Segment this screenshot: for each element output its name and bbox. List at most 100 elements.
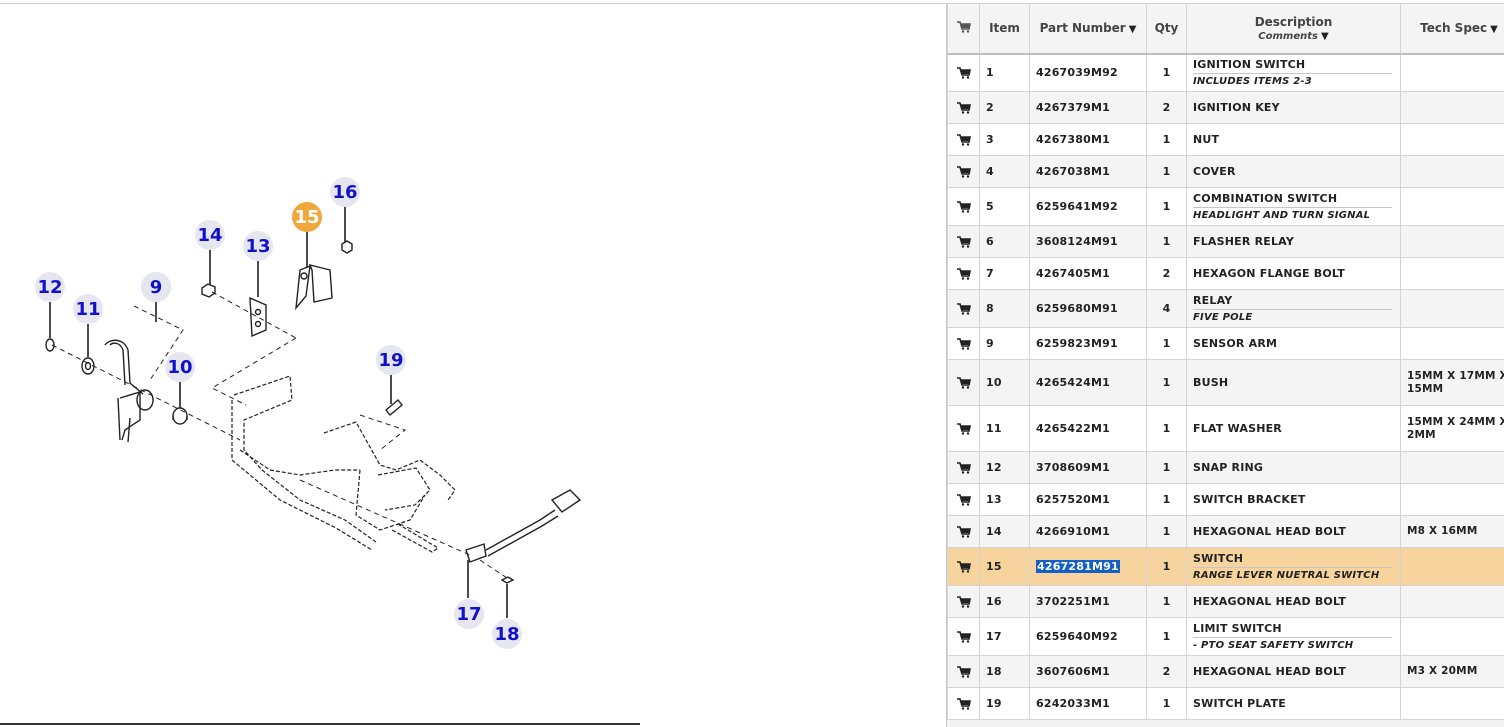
part-description: SWITCH [1193, 552, 1244, 565]
add-to-cart-button[interactable] [947, 547, 980, 586]
add-to-cart-button[interactable] [947, 327, 980, 360]
header-item[interactable]: Item [979, 3, 1030, 55]
part-description: HEXAGONAL HEAD BOLT [1193, 665, 1347, 678]
part-number[interactable]: 4265424M1 [1029, 359, 1147, 406]
callout-item-14[interactable]: 14 [195, 220, 225, 250]
part-number[interactable]: 6259640M92 [1029, 617, 1147, 656]
callout-item-10[interactable]: 10 [165, 352, 195, 382]
callout-item-15[interactable]: 15 [292, 202, 322, 232]
callout-item-19[interactable]: 19 [376, 345, 406, 375]
add-to-cart-button[interactable] [947, 405, 980, 452]
add-to-cart-button[interactable] [947, 585, 980, 618]
item-number: 12 [979, 451, 1030, 484]
part-number[interactable]: 4267281M91 [1029, 547, 1147, 586]
part-number[interactable]: 4267379M1 [1029, 91, 1147, 124]
part-number[interactable]: 6242033M1 [1029, 687, 1147, 720]
add-to-cart-button[interactable] [947, 53, 980, 92]
description-cell: SWITCH PLATE [1186, 687, 1401, 720]
tech-spec: 15MM X 24MM X 2MM [1400, 405, 1504, 452]
item-number: 18 [979, 655, 1030, 688]
add-to-cart-button[interactable] [947, 515, 980, 548]
header-description[interactable]: Description Comments▼ [1186, 3, 1401, 55]
callout-item-9[interactable]: 9 [141, 272, 171, 302]
add-to-cart-button[interactable] [947, 359, 980, 406]
part-number[interactable]: 3607606M1 [1029, 655, 1147, 688]
item-number: 16 [979, 585, 1030, 618]
add-to-cart-button[interactable] [947, 257, 980, 290]
part-number[interactable]: 4267380M1 [1029, 123, 1147, 156]
add-to-cart-button[interactable] [947, 225, 980, 258]
header-tech-spec[interactable]: Tech Spec▼ [1400, 3, 1504, 55]
item-number: 15 [979, 547, 1030, 586]
add-to-cart-button[interactable] [947, 687, 980, 720]
item-number: 4 [979, 155, 1030, 188]
tech-spec [1400, 289, 1504, 328]
filter-icon[interactable]: ▼ [1320, 30, 1329, 42]
add-to-cart-button[interactable] [947, 91, 980, 124]
callout-item-12[interactable]: 12 [35, 272, 65, 302]
add-to-cart-icon [956, 526, 971, 538]
add-to-cart-button[interactable] [947, 617, 980, 656]
part-number[interactable]: 6257520M1 [1029, 483, 1147, 516]
add-to-cart-icon [956, 631, 971, 643]
add-to-cart-button[interactable] [947, 289, 980, 328]
part-number[interactable]: 6259823M91 [1029, 327, 1147, 360]
add-to-cart-button[interactable] [947, 451, 980, 484]
description-cell: SENSOR ARM [1186, 327, 1401, 360]
add-to-cart-icon [956, 666, 971, 678]
item-number: 5 [979, 187, 1030, 226]
part-number[interactable]: 3702251M1 [1029, 585, 1147, 618]
add-to-cart-button[interactable] [947, 123, 980, 156]
description-cell: HEXAGONAL HEAD BOLT [1186, 655, 1401, 688]
header-qty[interactable]: Qty [1146, 3, 1187, 55]
add-to-cart-icon [956, 462, 971, 474]
part-number[interactable]: 4267039M92 [1029, 53, 1147, 92]
part-number[interactable]: 4266910M1 [1029, 515, 1147, 548]
add-to-cart-button[interactable] [947, 655, 980, 688]
description-cell: COVER [1186, 155, 1401, 188]
add-to-cart-button[interactable] [947, 483, 980, 516]
filter-icon[interactable]: ▼ [1128, 24, 1137, 36]
part-number-selected-text[interactable]: 4267281M91 [1036, 560, 1120, 573]
add-to-cart-button[interactable] [947, 187, 980, 226]
callout-item-16[interactable]: 16 [330, 177, 360, 207]
quantity: 1 [1146, 225, 1187, 258]
add-to-cart-icon [956, 561, 971, 573]
quantity: 1 [1146, 547, 1187, 586]
callout-item-18[interactable]: 18 [492, 619, 522, 649]
add-to-cart-button[interactable] [947, 155, 980, 188]
part-number[interactable]: 4267405M1 [1029, 257, 1147, 290]
callout-item-13[interactable]: 13 [243, 231, 273, 261]
part-number[interactable]: 6259680M91 [1029, 289, 1147, 328]
tech-spec [1400, 585, 1504, 618]
part-number[interactable]: 4265422M1 [1029, 405, 1147, 452]
part-number[interactable]: 4267038M1 [1029, 155, 1147, 188]
header-part-number[interactable]: Part Number▼ [1029, 3, 1147, 55]
callout-item-17[interactable]: 17 [454, 599, 484, 629]
part-number[interactable]: 3708609M1 [1029, 451, 1147, 484]
part-number[interactable]: 3608124M91 [1029, 225, 1147, 258]
part-number[interactable]: 6259641M92 [1029, 187, 1147, 226]
filter-icon[interactable]: ▼ [1490, 24, 1498, 36]
callout-item-11[interactable]: 11 [73, 294, 103, 324]
